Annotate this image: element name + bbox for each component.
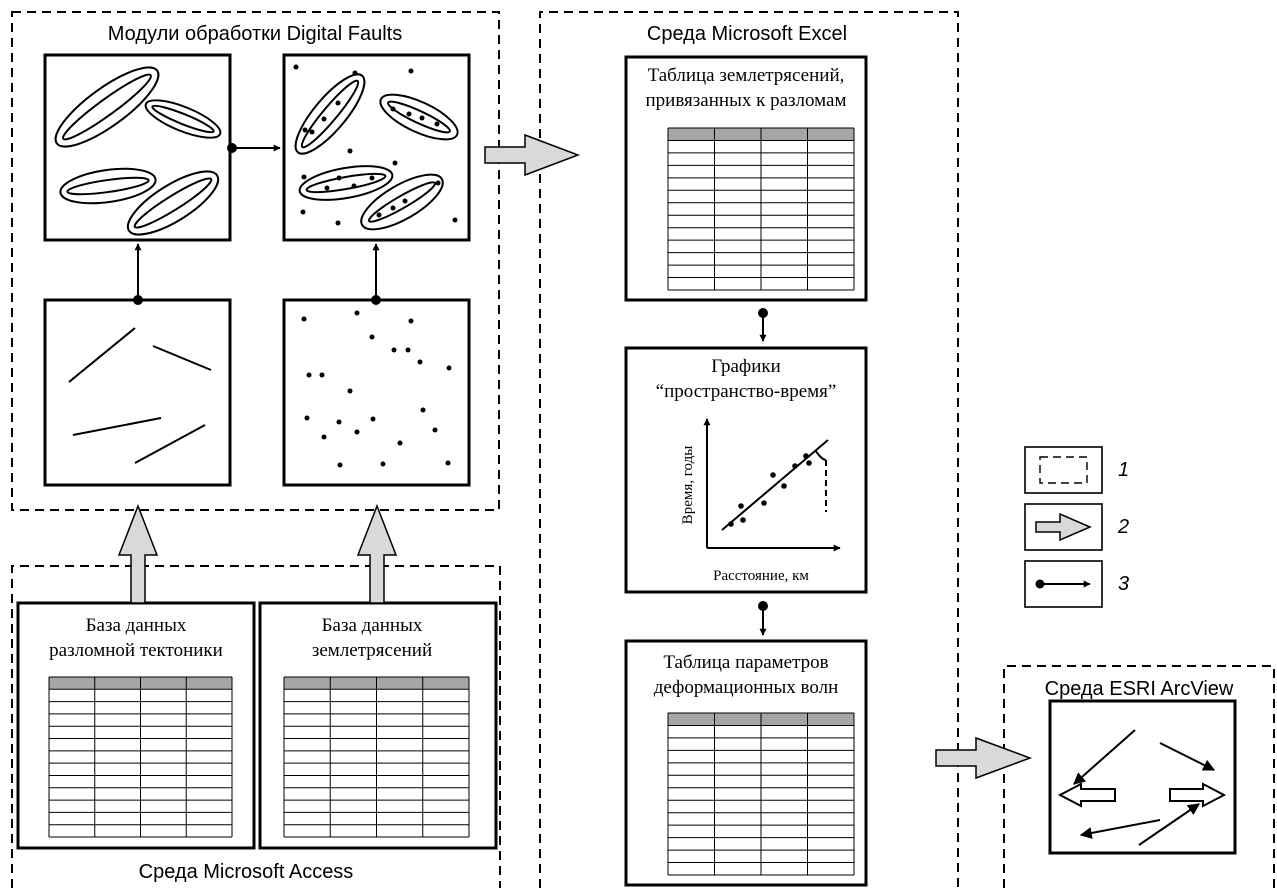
eq-fault-table: [667, 127, 855, 291]
graph-x-label: Расстояние, км: [713, 568, 809, 584]
gray-arrow-to-excel: [484, 133, 581, 177]
graph-trend-line: [721, 439, 829, 531]
access-title: Среда Microsoft Access: [139, 861, 354, 883]
eq-db-table: [283, 676, 470, 838]
dot-arrow-faults-up: [133, 243, 143, 305]
legend-item-3: 3: [1024, 560, 1129, 608]
graph-y-label: Время, годы: [680, 446, 696, 525]
arcview-title: Среда ESRI ArcView: [1045, 678, 1234, 700]
fault-lines-panel: [43, 298, 232, 487]
graph-points: [728, 453, 812, 527]
fault-db-title-line2: разломной тектоники: [49, 640, 223, 661]
arcview-frame: [1003, 665, 1275, 888]
fault-db-table: [48, 676, 233, 838]
deformation-waves-table-block: Таблица параметров деформационных волн: [624, 639, 868, 887]
digital-faults-title: Модули обработки Digital Faults: [108, 23, 402, 45]
eq-db-title-line2: землетрясений: [312, 640, 432, 661]
digital-faults-frame: [11, 11, 500, 511]
legend: 1 2 3: [1024, 446, 1129, 608]
graph-angle-arc: [814, 449, 827, 461]
waves-table: [667, 712, 855, 876]
fault-database-block: База данных разломной тектоники: [16, 601, 256, 850]
dot-arrow-epicenters-up: [371, 243, 381, 305]
eq-db-title-line1: База данных: [322, 615, 423, 636]
eq-table-title-line1: Таблица землетрясений,: [648, 65, 845, 86]
arcview-map-panel: [1048, 699, 1237, 855]
earthquake-fault-table-block: Таблица землетрясений, привязанных к раз…: [624, 55, 868, 302]
gray-arrow-to-arcview: [935, 736, 1033, 780]
legend-item-2: 2: [1024, 503, 1129, 551]
eq-table-title-line2: привязанных к разломам: [646, 90, 847, 111]
fault-db-title-line1: База данных: [86, 615, 187, 636]
waves-table-title-line2: деформационных волн: [654, 677, 839, 698]
space-time-graphs-block: Графики “пространство-время” Время, годы…: [624, 346, 868, 594]
fault-zones-with-epicenters-panel: [282, 53, 471, 242]
graphs-title-line2: “пространство-время”: [656, 381, 837, 402]
legend-item-1: 1: [1024, 446, 1129, 494]
gray-arrow-fault-db-up: [117, 503, 159, 604]
earthquake-database-block: База данных землетрясений: [258, 601, 498, 850]
excel-title: Среда Microsoft Excel: [647, 23, 847, 45]
legend-label-3: 3: [1118, 573, 1129, 595]
excel-frame: [539, 11, 959, 888]
gray-arrow-eq-db-up: [356, 503, 398, 604]
dot-arrow-excel-2: [758, 601, 768, 636]
graphs-title-line1: Графики: [711, 356, 781, 377]
dot-arrow-zones-right: [227, 143, 281, 153]
epicenters-panel: [282, 298, 471, 487]
waves-table-title-line1: Таблица параметров: [663, 652, 828, 673]
legend-label-2: 2: [1117, 516, 1129, 538]
dot-arrow-excel-1: [758, 308, 768, 342]
legend-label-1: 1: [1118, 459, 1129, 481]
fault-zones-panel: [43, 53, 232, 242]
